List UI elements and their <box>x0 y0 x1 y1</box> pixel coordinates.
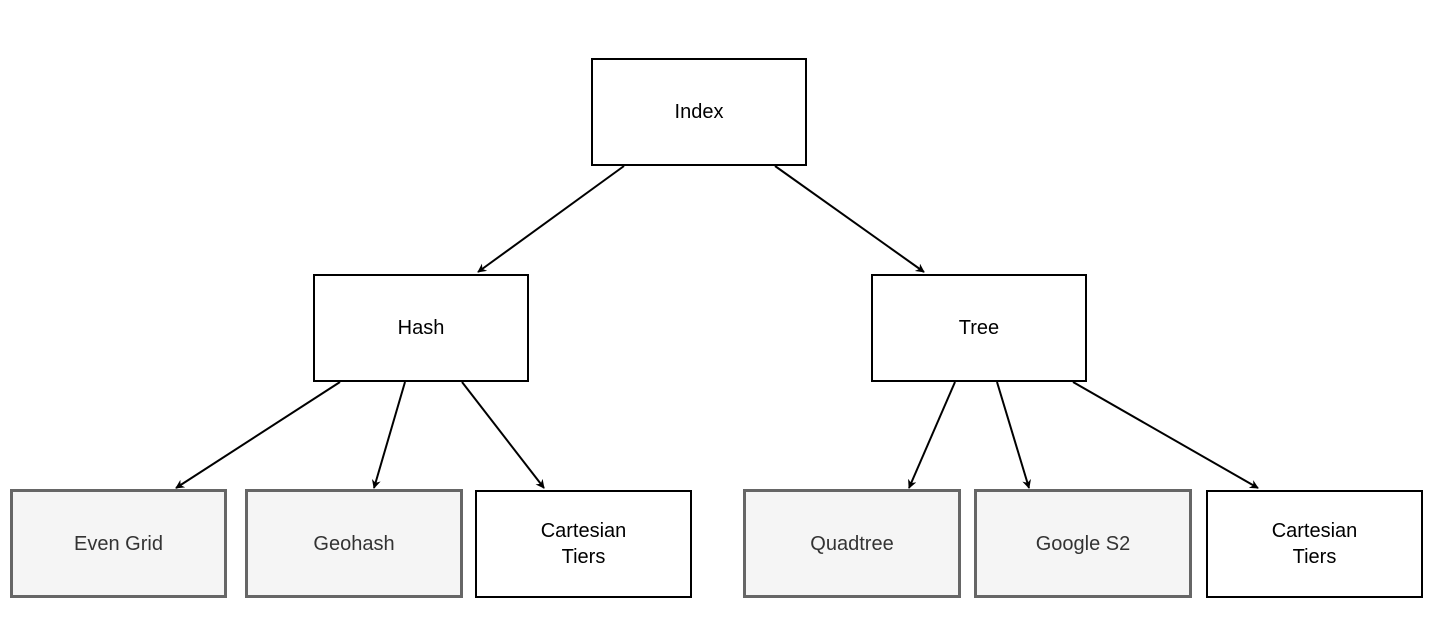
node-hash: Hash <box>313 274 529 382</box>
edge-tree-to-google-s2 <box>996 381 1031 489</box>
node-cartesian-tiers-tree: Cartesian Tiers <box>1206 490 1423 598</box>
edge-tree-to-quadtree <box>908 381 956 489</box>
node-even-grid: Even Grid <box>10 489 227 598</box>
node-quadtree: Quadtree <box>743 489 961 598</box>
node-tree: Tree <box>871 274 1087 382</box>
edge-index-to-tree <box>774 165 925 273</box>
edge-hash-to-even-grid <box>175 381 341 489</box>
edge-index-to-hash <box>477 165 625 273</box>
node-geohash: Geohash <box>245 489 463 598</box>
node-cartesian-tiers-hash: Cartesian Tiers <box>475 490 692 598</box>
edge-hash-to-cartesian-tiers <box>461 381 545 489</box>
edge-tree-to-cartesian-tiers <box>1072 381 1259 489</box>
node-google-s2: Google S2 <box>974 489 1192 598</box>
edge-hash-to-geohash <box>371 381 406 489</box>
node-index: Index <box>591 58 807 166</box>
